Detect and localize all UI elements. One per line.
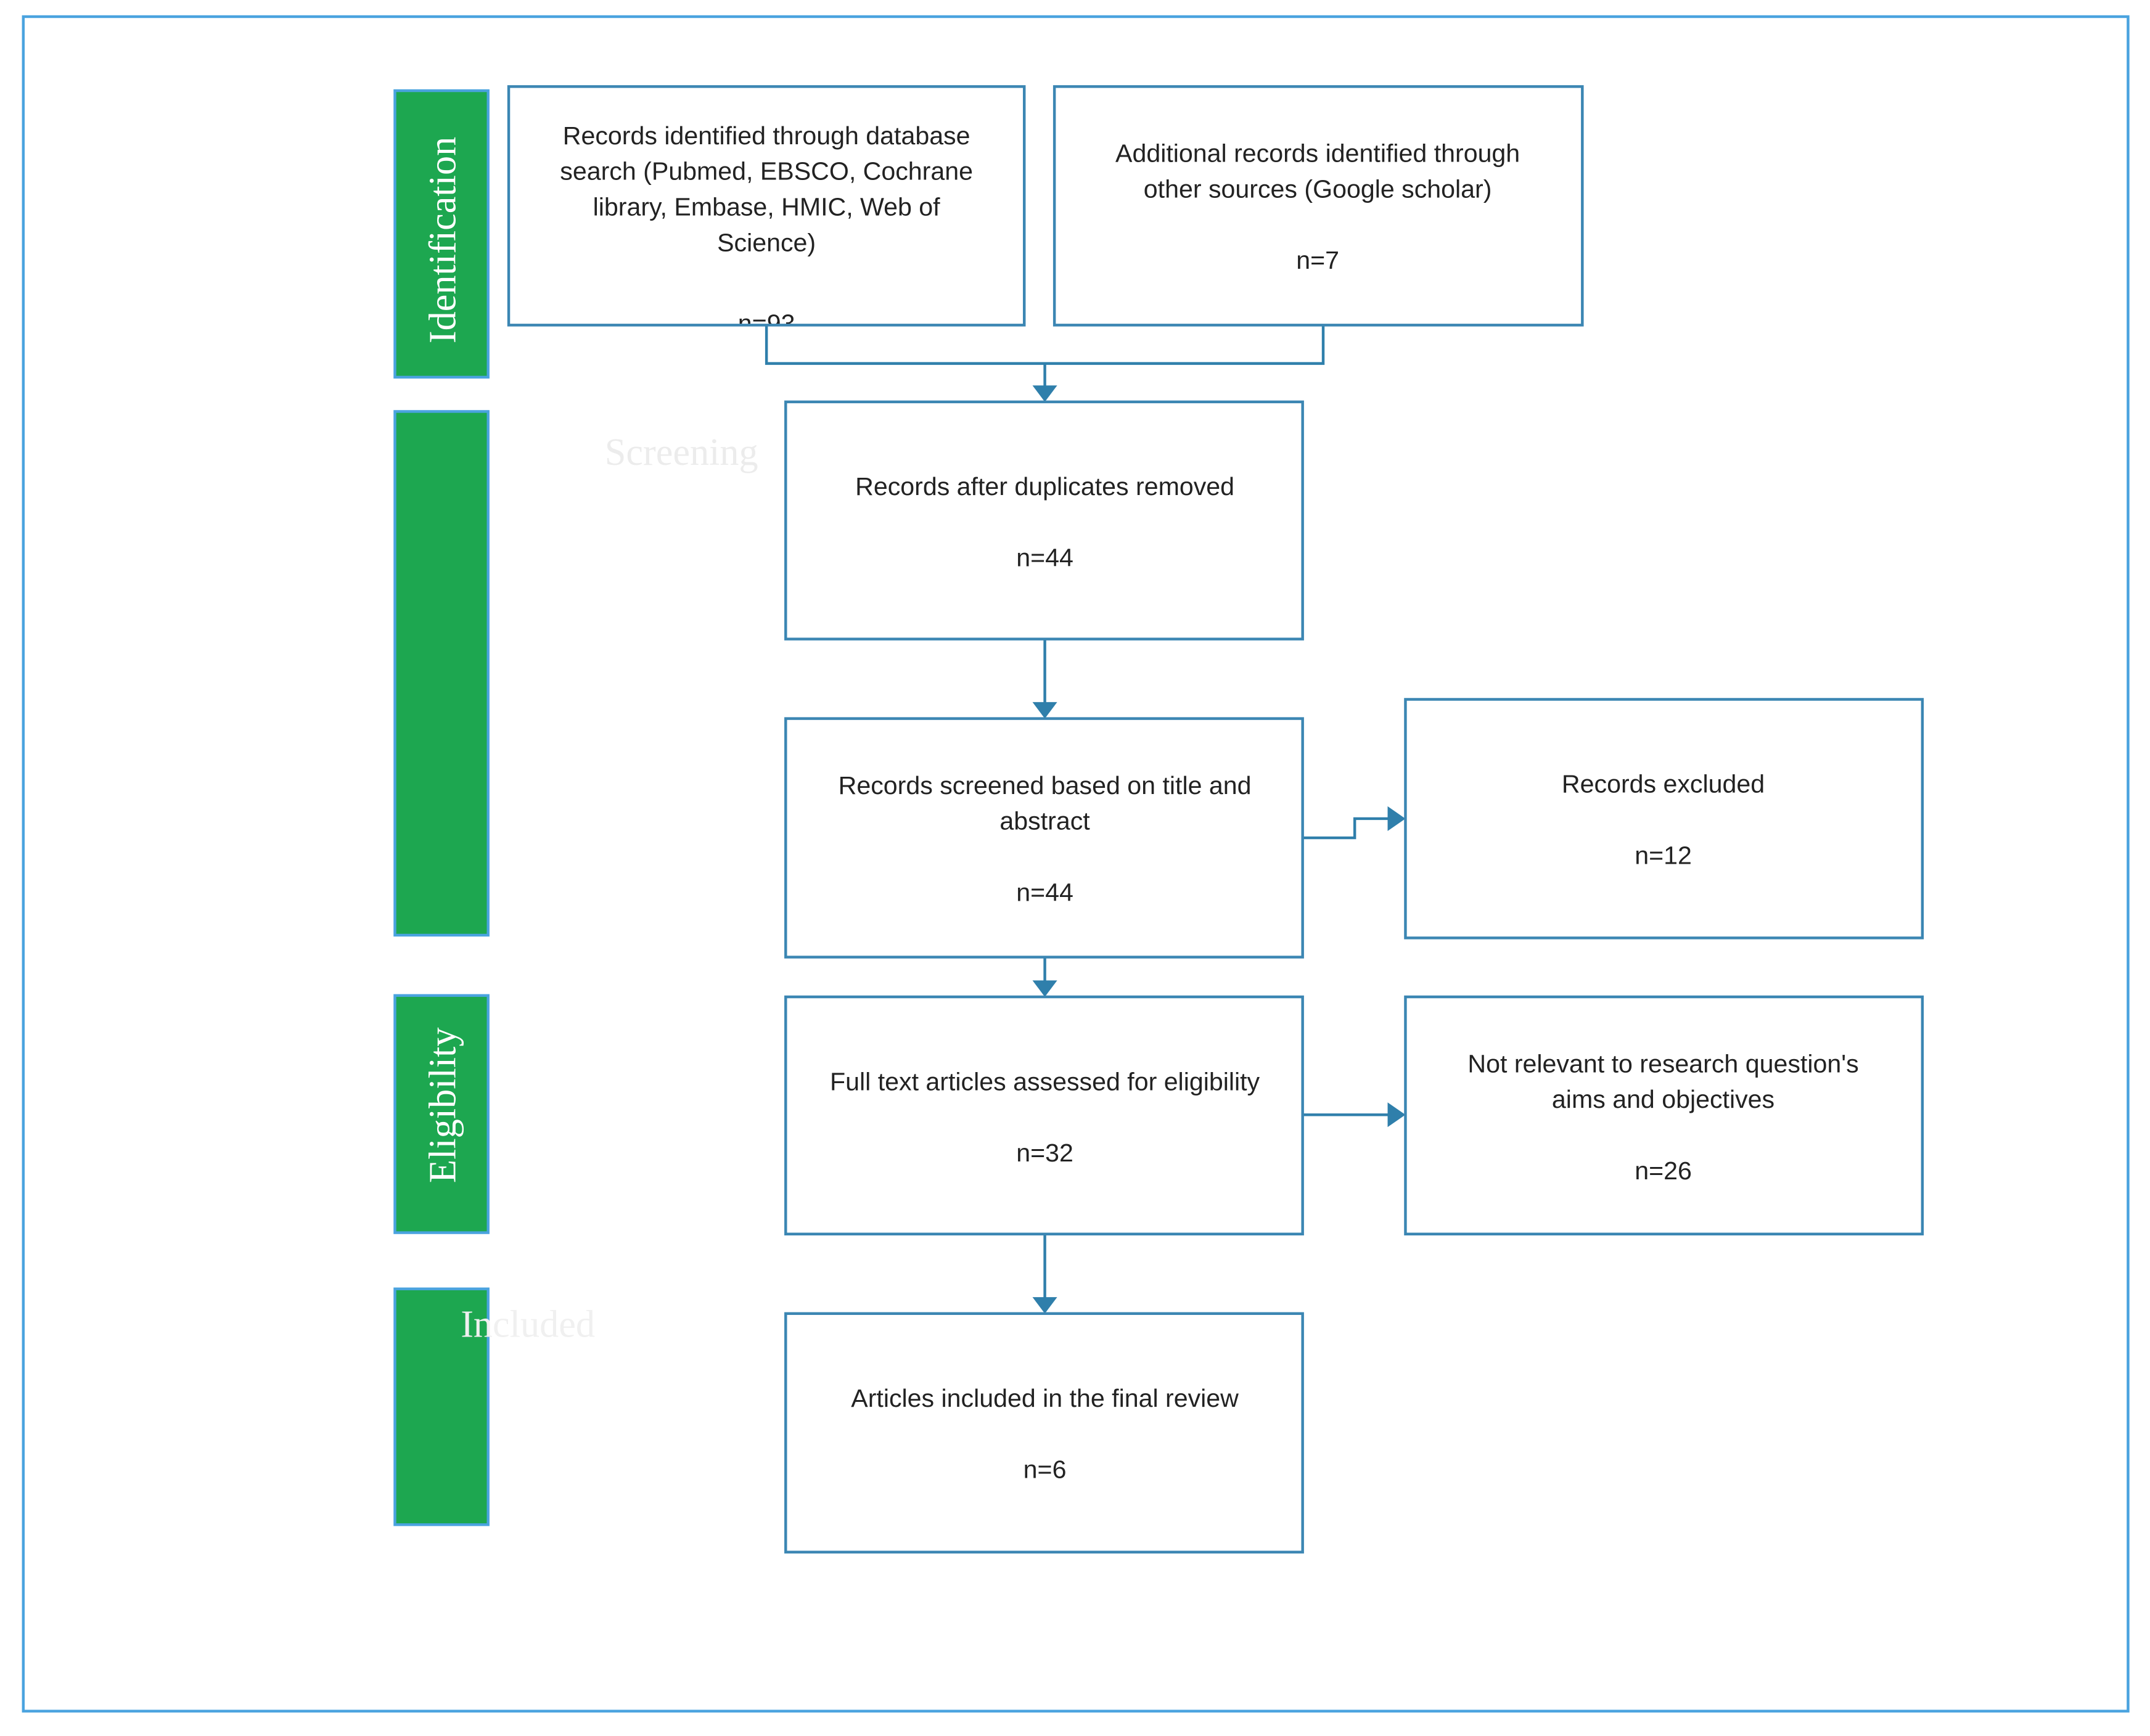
box-included-final: Articles included in the final review n=… — [784, 1312, 1304, 1554]
stage-bar-screening — [393, 410, 490, 937]
arrow-right-icon — [1387, 806, 1406, 831]
box-count: n=6 — [1024, 1456, 1067, 1484]
box-full-text: Full text articles assessed for eligibil… — [784, 995, 1304, 1235]
box-text: aims and objectives — [1552, 1085, 1775, 1113]
box-other-sources: Additional records identified through ot… — [1052, 85, 1584, 327]
arrow-down-icon — [1032, 980, 1057, 997]
box-count: n=7 — [1296, 246, 1339, 274]
box-excluded: Records excluded n=12 — [1404, 698, 1924, 940]
box-text: Articles included in the final review — [851, 1384, 1239, 1412]
box-not-relevant: Not relevant to research question's aims… — [1404, 995, 1924, 1235]
box-count: n=44 — [1016, 878, 1073, 906]
stage-bar-included — [393, 1287, 490, 1526]
box-screened: Records screened based on title and abst… — [784, 717, 1304, 959]
arrow-down-icon — [1032, 1297, 1057, 1314]
outer-frame — [22, 15, 2130, 1713]
box-count: n=44 — [1016, 544, 1073, 572]
box-duplicates-removed: Records after duplicates removed n=44 — [784, 400, 1304, 641]
box-text: library, Embase, HMIC, Web of — [593, 192, 941, 221]
box-text: abstract — [999, 807, 1090, 835]
box-count: n=26 — [1635, 1157, 1692, 1185]
box-text: Science) — [717, 228, 816, 256]
connector — [1302, 817, 1390, 840]
arrow-right-icon — [1387, 1102, 1406, 1128]
stage-bar-identification — [393, 89, 490, 379]
merge-connector — [765, 325, 1325, 388]
box-count: n=12 — [1635, 841, 1692, 869]
stage-bar-eligibility — [393, 994, 490, 1234]
stage-label-identification: Identification — [422, 137, 464, 343]
box-database-search: Records identified through database sear… — [507, 85, 1026, 337]
box-text: Not relevant to research question's — [1467, 1049, 1858, 1078]
stage-label-included: Included — [461, 1304, 595, 1346]
box-count: n=93 — [738, 309, 795, 337]
stage-label-eligibility: Eligibility — [422, 1027, 464, 1182]
box-text: Records excluded — [1562, 770, 1765, 798]
arrow-down-icon — [1032, 385, 1057, 402]
box-text: Records identified through database — [563, 121, 970, 150]
box-text: Full text articles assessed for eligibil… — [830, 1067, 1260, 1095]
box-text: other sources (Google scholar) — [1144, 175, 1492, 203]
stage-label-screening: Screening — [605, 432, 758, 473]
box-text: Additional records identified through — [1115, 139, 1520, 168]
arrow-down-icon — [1032, 702, 1057, 719]
box-count: n=32 — [1016, 1139, 1073, 1167]
box-text: Records screened based on title and — [839, 771, 1252, 800]
box-text: search (Pubmed, EBSCO, Cochrane — [560, 157, 973, 186]
box-text: Records after duplicates removed — [855, 472, 1234, 501]
